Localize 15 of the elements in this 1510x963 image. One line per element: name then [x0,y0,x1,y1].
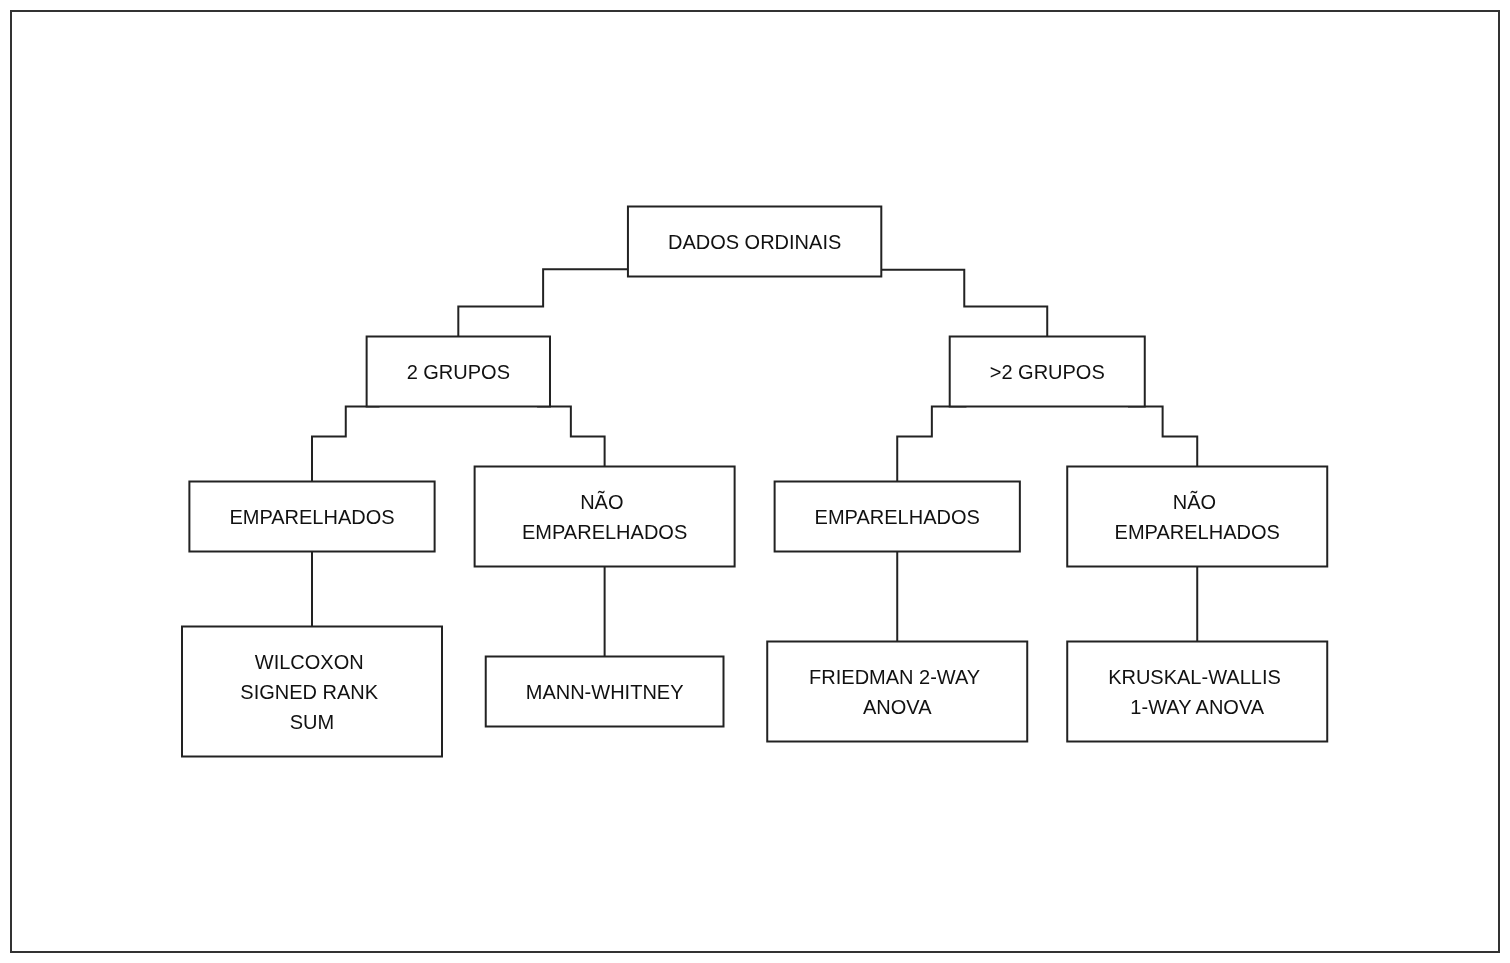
node-box: EMPARELHADOS [188,480,436,553]
connector [1196,565,1199,643]
connector [896,550,899,643]
node-box: NÃO EMPARELHADOS [474,465,736,568]
node-box: WILCOXON SIGNED RANK SUM [181,625,444,758]
connector [604,565,606,658]
node-box: KRUSKAL-WALLIS 1-WAY ANOVA [1066,640,1329,743]
node-box: FRIEDMAN 2-WAY ANOVA [766,640,1029,743]
connector [311,550,314,628]
node-box: MANN-WHITNEY [485,655,725,728]
node-box: NÃO EMPARELHADOS [1066,465,1329,568]
node-box: EMPARELHADOS [774,480,1022,553]
node-box: DADOS ORDINAIS [627,205,883,278]
node-box: >2 GRUPOS [949,335,1147,408]
node-box: 2 GRUPOS [366,335,552,408]
